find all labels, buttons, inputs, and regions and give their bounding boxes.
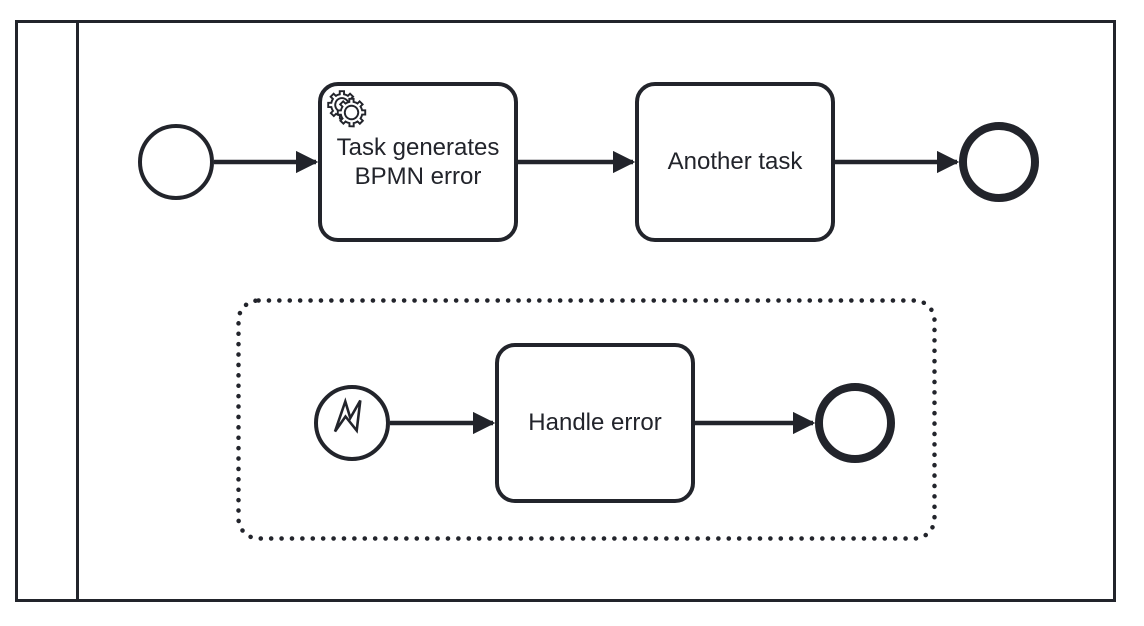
handle-error-task[interactable]: Handle error <box>495 343 695 503</box>
pool-label-band-divider <box>76 23 79 599</box>
another-task[interactable]: Another task <box>635 82 835 242</box>
task-label: Task generates BPMN error <box>336 133 500 190</box>
service-gears-icon <box>327 90 367 128</box>
error-start-event[interactable] <box>314 385 390 461</box>
task-label: Another task <box>667 148 803 176</box>
subprocess-end-event[interactable] <box>815 383 895 463</box>
start-event[interactable] <box>138 124 214 200</box>
task-label: Handle error <box>528 409 662 437</box>
end-event[interactable] <box>959 122 1039 202</box>
participant-pool[interactable] <box>15 20 1116 602</box>
error-lightning-icon <box>333 397 362 434</box>
service-task[interactable]: Task generates BPMN error <box>318 82 518 242</box>
